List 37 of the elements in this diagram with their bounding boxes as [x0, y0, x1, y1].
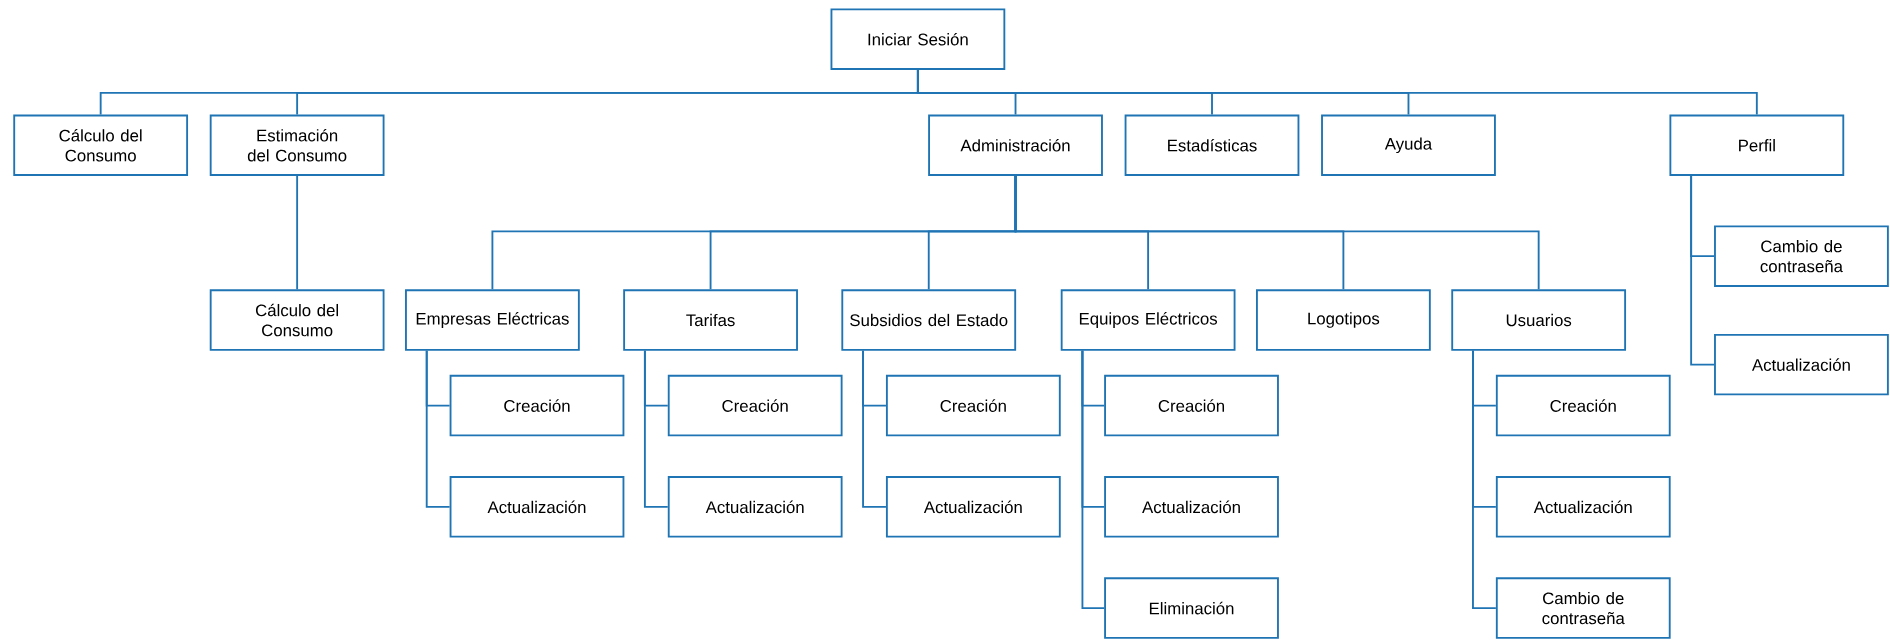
menu-box: Tarifas	[623, 289, 798, 351]
menu-box: Iniciar Sesión	[830, 8, 1006, 70]
menu-box: Eliminación	[1104, 577, 1279, 639]
menu-box: Actualización	[1495, 476, 1671, 538]
menu-box: Cálculo del Consumo	[209, 289, 385, 351]
menu-box: Creación	[449, 374, 625, 437]
connector-line	[1014, 175, 1540, 291]
menu-box: Subsidios del Estado	[841, 289, 1017, 351]
menu-box: Estadísticas	[1124, 114, 1300, 176]
menu-box: Creación	[1104, 374, 1279, 437]
connector-line	[1081, 349, 1106, 610]
connector-line	[643, 349, 669, 508]
menu-box: Actualización	[885, 476, 1061, 538]
menu-box: Logotipos	[1256, 289, 1431, 351]
menu-box: Creación	[1495, 374, 1671, 437]
connector-line	[1472, 349, 1497, 610]
menu-box: Cálculo del Consumo	[13, 114, 189, 176]
menu-box: Administración	[928, 114, 1103, 176]
menu-box: Equipos Eléctricos	[1060, 289, 1236, 351]
connector-line	[1690, 175, 1715, 366]
menu-box: Cambio de contraseña	[1495, 577, 1671, 639]
menu-box: Perfil	[1669, 114, 1845, 176]
menu-box: Usuarios	[1451, 289, 1627, 351]
menu-box: Estimación del Consumo	[209, 114, 385, 176]
menu-box: Actualización	[1714, 333, 1889, 396]
connector-line	[862, 349, 887, 508]
connector-line	[916, 68, 1758, 116]
menu-box: Creación	[667, 374, 843, 437]
connector-line	[425, 349, 451, 508]
menu-box: Actualización	[667, 476, 843, 538]
menu-box: Actualización	[449, 476, 625, 538]
menu-box: Ayuda	[1321, 114, 1496, 176]
menu-box: Creación	[885, 374, 1061, 437]
menu-box: Empresas Eléctricas	[405, 289, 580, 351]
menu-box: Cambio de contraseña	[1714, 225, 1889, 287]
menu-box: Actualización	[1104, 476, 1279, 538]
connector-line	[296, 175, 299, 291]
